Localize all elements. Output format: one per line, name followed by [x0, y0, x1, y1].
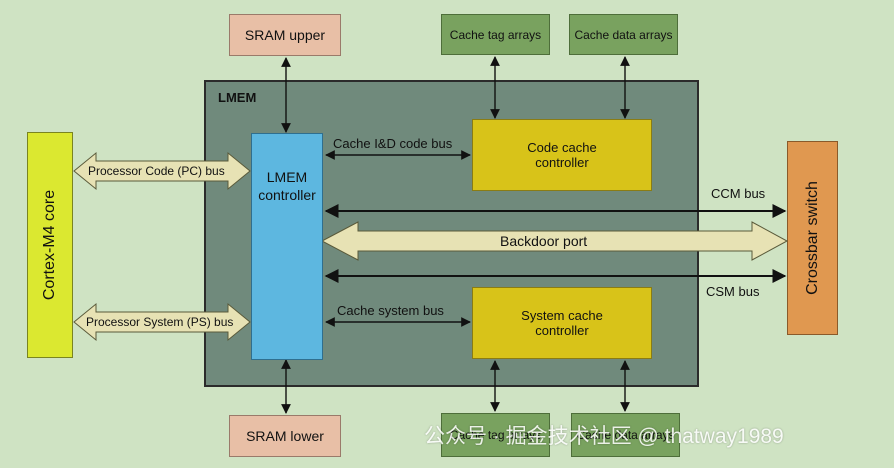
ccm-bus-label: CCM bus [711, 186, 766, 201]
cache-tag-arrays-bottom-label: Cache tag arrays [449, 428, 542, 442]
cache-system-bus-label: Cache system bus [337, 303, 444, 318]
processor-system-bus-label: Processor System (PS) bus [86, 315, 234, 329]
system-cache-controller-label: System cache controller [521, 308, 603, 338]
sram-upper-label: SRAM upper [244, 27, 326, 43]
processor-code-bus-arrow [73, 151, 251, 191]
cache-tag-arrays-top-label: Cache tag arrays [449, 27, 542, 42]
code-cache-controller-block: Code cache controller [472, 119, 652, 191]
sram-upper-block: SRAM upper [229, 14, 341, 56]
lmem-title: LMEM [218, 90, 257, 105]
cache-tag-arrays-bottom-block: Cache tag arrays [441, 413, 550, 457]
lmem-controller-label: LMEM controller [258, 169, 316, 203]
backdoor-port-label: Backdoor port [500, 233, 588, 249]
lmem-controller-block: LMEM controller [251, 133, 323, 360]
crossbar-switch-block: Crossbar switch [787, 141, 838, 335]
cache-tag-arrays-top-block: Cache tag arrays [441, 14, 550, 55]
watermark: 公众号 · 掘金技术社区 @ thatway1989 [424, 425, 784, 448]
cache-id-code-bus-label: Cache I&D code bus [333, 136, 453, 151]
cache-data-arrays-bottom-block: Cache data arrays [571, 413, 680, 457]
cache-data-arrays-top-block: Cache data arrays [569, 14, 678, 55]
system-cache-controller-block: System cache controller [472, 287, 652, 359]
processor-code-bus-label: Processor Code (PC) bus [88, 164, 225, 178]
csm-bus-label: CSM bus [706, 284, 760, 299]
code-cache-controller-label: Code cache controller [527, 140, 597, 170]
sram-lower-block: SRAM lower [229, 415, 341, 457]
cortex-m4-core-block: Cortex-M4 core [27, 132, 73, 358]
cache-data-arrays-bottom-label: Cache data arrays [576, 428, 675, 442]
cache-data-arrays-top-label: Cache data arrays [574, 27, 673, 42]
sram-lower-label: SRAM lower [246, 428, 324, 444]
backdoor-port-arrow [320, 221, 789, 261]
processor-system-bus-arrow [73, 302, 251, 342]
